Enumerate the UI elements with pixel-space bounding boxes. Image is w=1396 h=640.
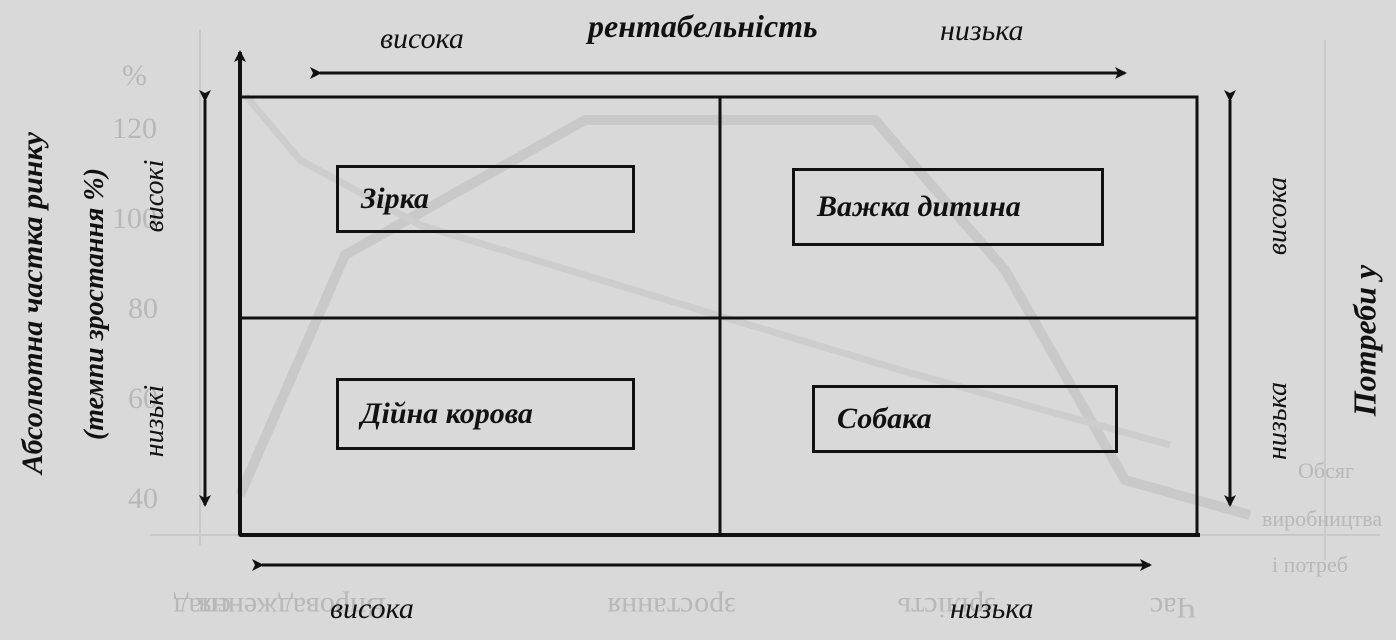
right-axis-top-label: висока (1262, 176, 1293, 256)
bottom-axis-left-label: висока (330, 592, 414, 625)
top-axis-right-label: низька (940, 14, 1024, 47)
quadrant-cash-cow: Дійна корова (336, 378, 635, 450)
left-axis-title-line2: (темпи зростання %) (79, 167, 110, 441)
quadrant-question-mark: Важка дитина (792, 168, 1104, 246)
quadrant-star: Зірка (336, 165, 635, 233)
arrows (199, 67, 1236, 571)
faint-y-tick: 100 (112, 202, 157, 235)
faint-right-label: і потреб (1272, 552, 1348, 577)
left-axis-top-label: високі (139, 159, 170, 233)
faint-y-tick: 80 (128, 292, 158, 325)
right-axis-title: Потреби у (1346, 264, 1383, 417)
left-axis-bottom-label: низькі (139, 384, 170, 458)
faint-y-tick: 120 (112, 112, 157, 145)
faint-x-label: спад (173, 591, 231, 624)
quadrant-dog: Собака (812, 385, 1118, 453)
faint-x-label: зростання (607, 591, 736, 624)
faint-x-label: зрілість (897, 591, 996, 624)
faint-y-tick: % (122, 59, 147, 92)
faint-x-label: Впровадження (198, 591, 386, 624)
faint-right-label: Обсяг (1298, 458, 1354, 483)
left-axis-title-line1: Абсолютна частка ринку (16, 132, 49, 474)
top-axis-left-label: висока (380, 22, 464, 55)
faint-x-label: Час (1150, 591, 1196, 624)
right-axis-bottom-label: низька (1262, 382, 1293, 460)
top-axis-title: рентабельність (588, 8, 818, 44)
faint-y-tick: 60 (128, 382, 158, 415)
bottom-axis-right-label: низька (950, 592, 1034, 625)
matrix-grid (238, 95, 1199, 537)
background-faint-labels: % 120 100 80 60 40 Час зрілість зростанн… (112, 59, 1382, 624)
faint-right-label: виробництва (1262, 506, 1382, 531)
faint-y-tick: 40 (128, 482, 158, 515)
